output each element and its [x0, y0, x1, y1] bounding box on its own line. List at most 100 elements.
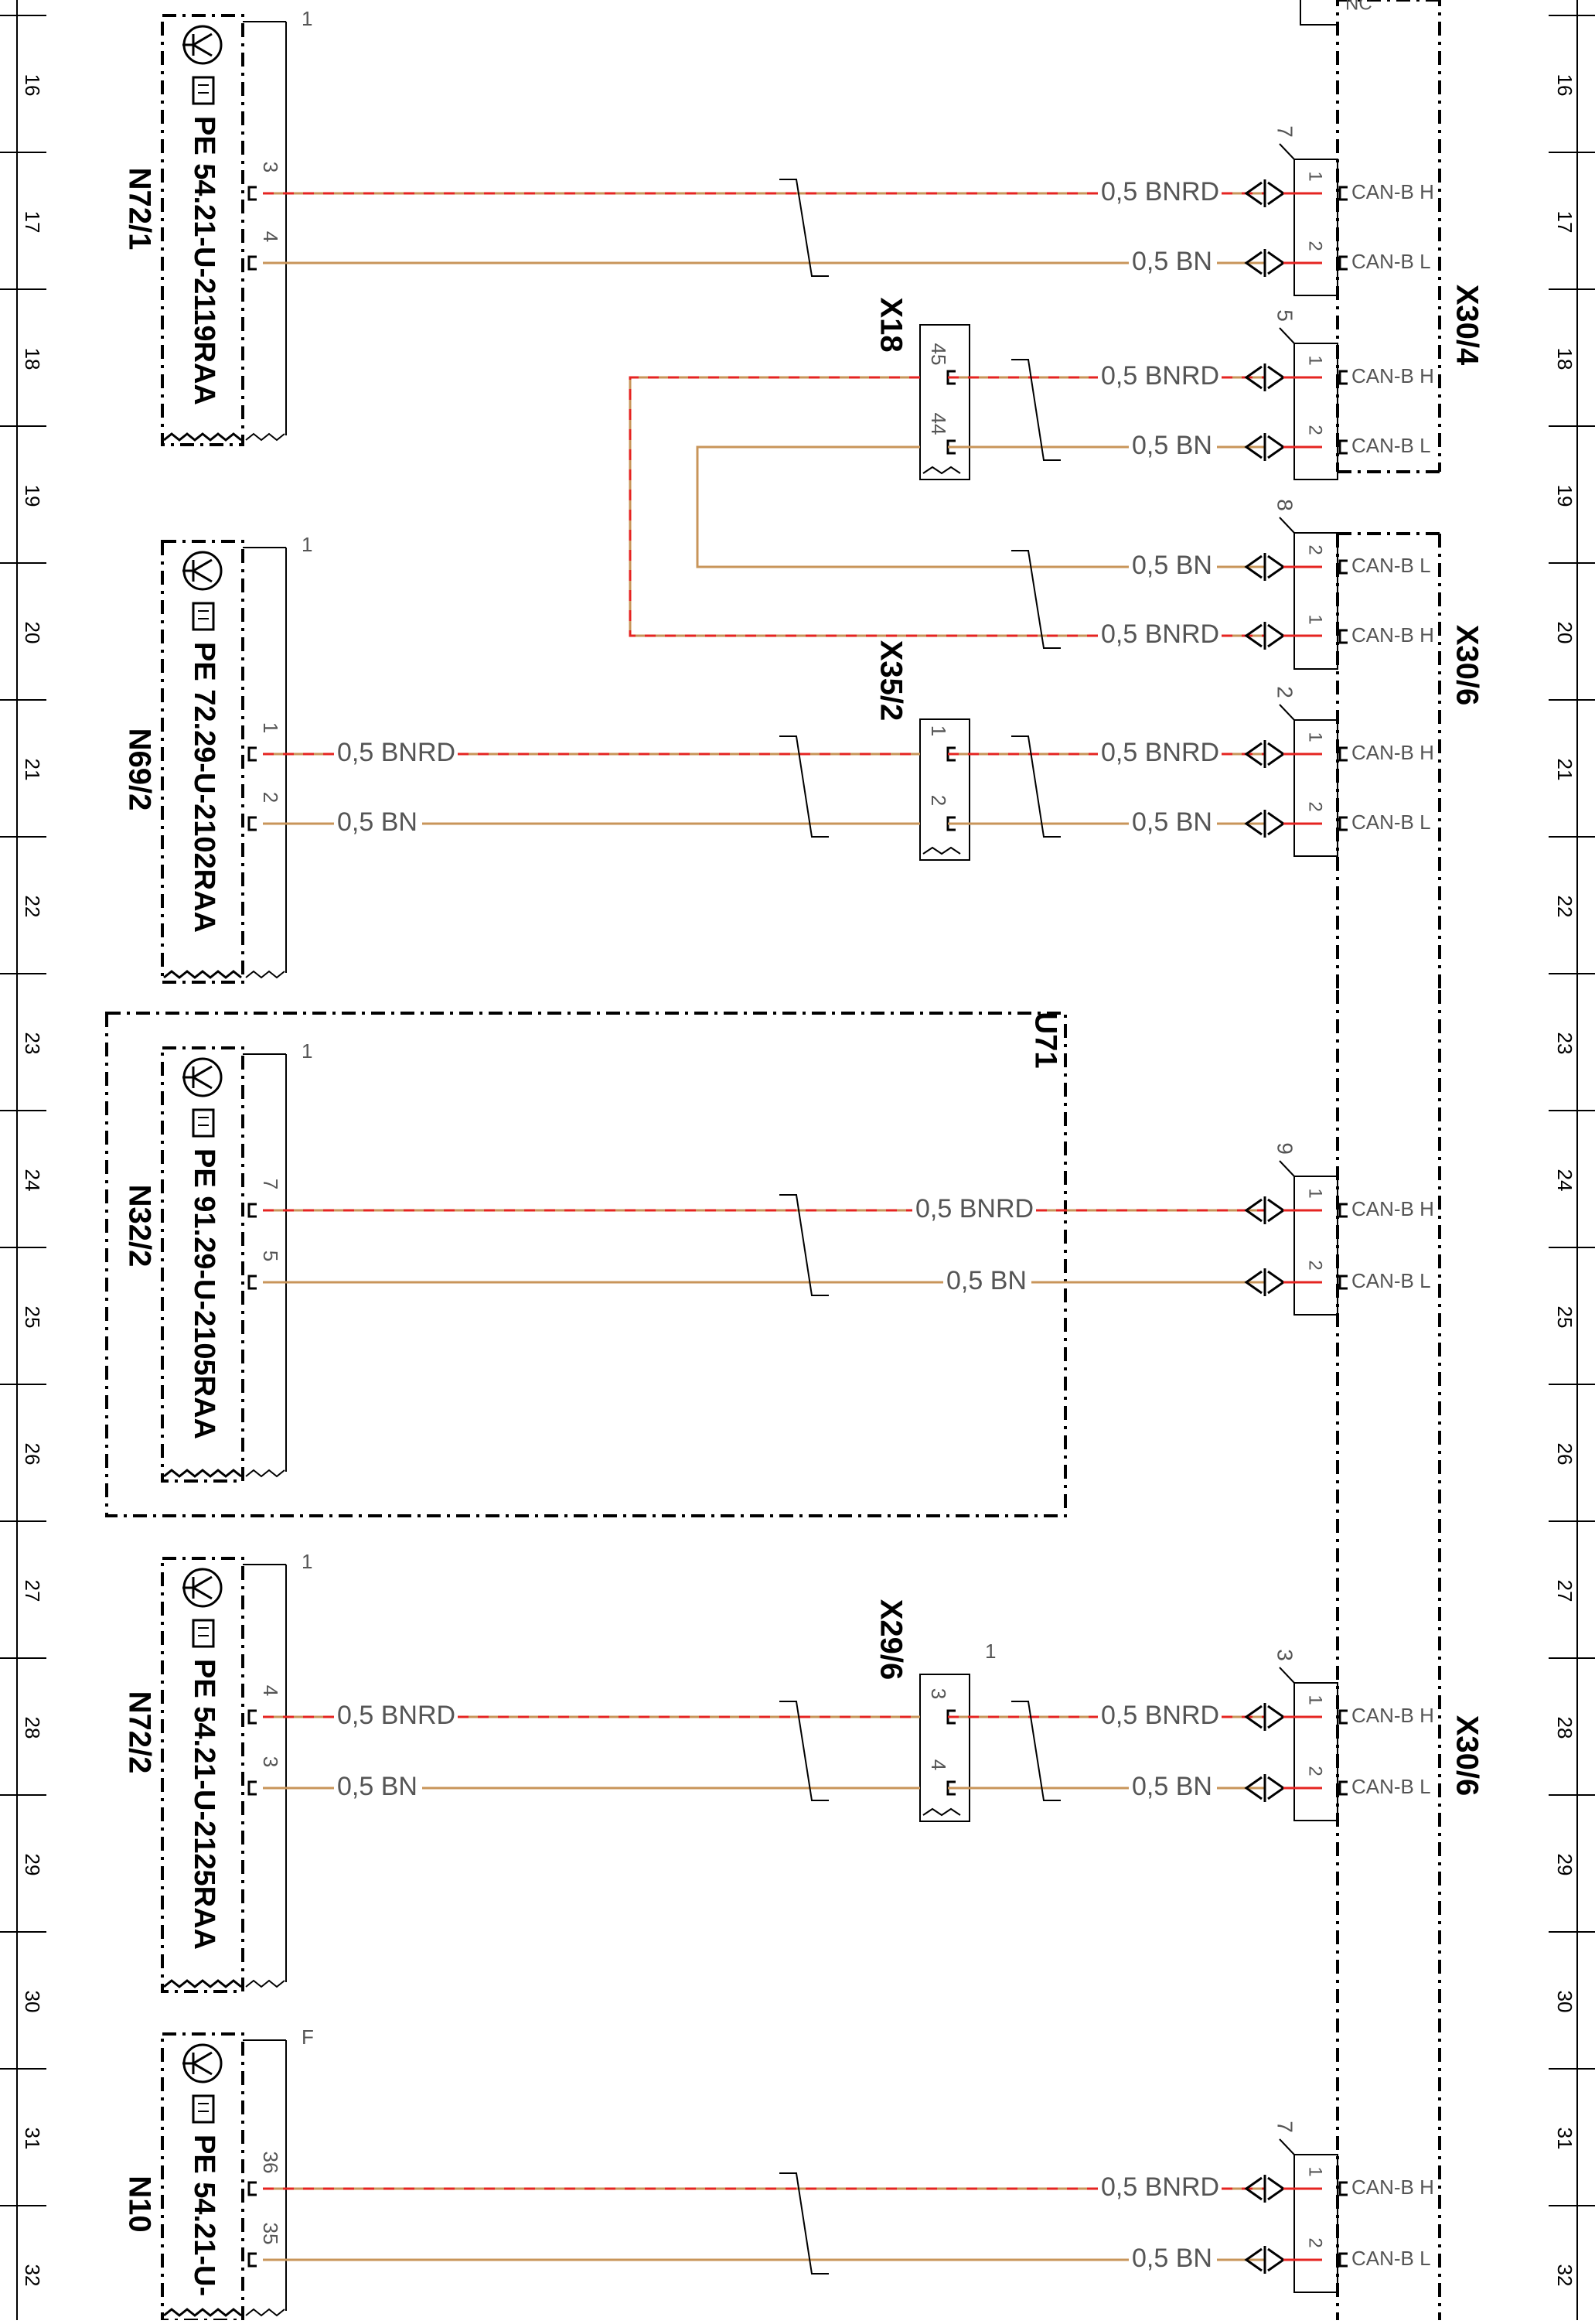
wire-label: 0,5 BNRD — [1101, 619, 1219, 649]
hand-document-icon — [192, 1619, 215, 1648]
module-doc-reference: PE 54.21-U-2119RAA — [188, 116, 220, 405]
module-pin-number: 36 — [259, 2152, 282, 2174]
wire-label: 0,5 BN — [1132, 2244, 1212, 2273]
wire-label: 0,5 BNRD — [1101, 1701, 1219, 1730]
terminal-mark — [247, 255, 257, 271]
doc-sheet — [192, 602, 215, 631]
terminal-mark — [1338, 186, 1348, 201]
can-connector-tab — [1279, 1160, 1295, 1177]
ruler-row-number: 20 — [1553, 622, 1576, 644]
module-pin-number: 1 — [259, 722, 282, 733]
plug-chevron-left — [1244, 365, 1263, 390]
wire-base-line — [629, 376, 1098, 637]
inline-connector-id: X35/2 — [874, 640, 908, 722]
can-connector-number: 7 — [1273, 2121, 1297, 2133]
ruler-row-number: 21 — [21, 759, 44, 781]
terminal-mark — [247, 1709, 257, 1725]
can-pin-number: 2 — [1305, 1766, 1326, 1776]
terminal-mark — [1338, 1203, 1348, 1218]
plug-chevron-right — [1267, 435, 1286, 459]
can-connector-number: 2 — [1273, 686, 1297, 698]
wire-label: 0,5 BNRD — [915, 1194, 1034, 1223]
module-dashed-frame — [161, 14, 244, 446]
plug-chevron-right — [1267, 1776, 1286, 1800]
inline-pin-number: 1 — [927, 725, 950, 736]
inline-corner-label: 1 — [985, 1640, 996, 1663]
ruler-row-number: 23 — [21, 1032, 44, 1055]
can-connector-body — [1293, 343, 1338, 480]
can-pin-number: 1 — [1305, 614, 1326, 624]
module-pin-number: 35 — [259, 2223, 282, 2245]
cable-bundle-bracket — [779, 179, 829, 277]
terminal-mark — [1338, 370, 1348, 385]
plug-chevron-left — [1244, 555, 1263, 579]
ruler-row-number: 26 — [1553, 1443, 1576, 1466]
hand-document-icon — [192, 602, 215, 631]
ruler-row-number: 27 — [1553, 1580, 1576, 1602]
module-pin-number: 5 — [259, 1251, 282, 1261]
hand-document-icon — [192, 1108, 215, 1138]
doc-sheet — [192, 2094, 215, 2124]
can-signal-label: CAN-B H — [1351, 2176, 1434, 2199]
wire-label: 0,5 BNRD — [1101, 361, 1219, 391]
terminal-mark — [247, 1203, 257, 1218]
cable-bundle-bracket — [779, 735, 829, 838]
transistor-emitter — [193, 569, 213, 583]
terminal-mark — [247, 186, 257, 201]
plug-chevron-right — [1267, 2176, 1286, 2201]
can-connector-number: 9 — [1273, 1142, 1297, 1155]
inline-pin-number: 44 — [927, 413, 950, 435]
terminal-mark — [1338, 255, 1348, 271]
can-signal-label: CAN-B H — [1351, 741, 1434, 764]
wire-bn-bend — [696, 445, 1129, 568]
enclosure-dashed-frame — [105, 1012, 1067, 1517]
can-signal-label: CAN-B L — [1351, 810, 1431, 834]
can-signal-label: CAN-B H — [1351, 623, 1434, 647]
wire-label: 0,5 BN — [337, 807, 417, 837]
plug-chevron-right — [1267, 251, 1286, 275]
inline-connector-zigzag — [922, 846, 961, 855]
busbar-id-label: X30/6 — [1450, 1715, 1484, 1797]
module-break-zigzag — [163, 2308, 242, 2317]
wire-bnrd-bend — [629, 376, 1098, 637]
wire-label: 0,5 BNRD — [337, 1701, 455, 1730]
transistor-symbol-icon — [182, 2043, 223, 2083]
terminal-mark — [247, 2252, 257, 2268]
plug-chevron-right — [1267, 742, 1286, 766]
can-pin-number: 2 — [1305, 1260, 1326, 1270]
transistor-symbol-icon — [182, 25, 223, 65]
module-doc-reference: PE 91.29-U-2105RAA — [188, 1148, 220, 1439]
ruler-row-number: 30 — [21, 1991, 44, 2013]
can-signal-label: CAN-B L — [1351, 554, 1431, 577]
ruler-row-number: 29 — [1553, 1854, 1576, 1876]
wire-base-line — [696, 445, 1129, 568]
transistor-collector — [193, 1575, 213, 1589]
module-break-zigzag — [245, 1469, 285, 1478]
inline-connector-zigzag — [922, 1807, 961, 1817]
busbar-id-label: X30/4 — [1450, 285, 1484, 366]
ruler-row-number: 17 — [1553, 211, 1576, 234]
enclosure-U71: U71 — [105, 1012, 1067, 1517]
wire-label: 0,5 BN — [1132, 807, 1212, 837]
ruler-row-number: 32 — [21, 2264, 44, 2287]
hand-document-icon — [192, 2094, 215, 2124]
module-break-zigzag — [163, 970, 242, 979]
module-corner-label: F — [302, 2025, 314, 2049]
can-signal-label: CAN-B L — [1351, 250, 1431, 273]
module-pin-number: 7 — [259, 1179, 282, 1189]
ruler-row-number: 25 — [1553, 1306, 1576, 1329]
transistor-emitter — [193, 2062, 213, 2076]
module-break-zigzag — [163, 1469, 242, 1478]
terminal-mark — [1338, 629, 1348, 644]
wire-label: 0,5 BNRD — [1101, 2172, 1219, 2202]
plug-chevron-left — [1244, 2176, 1263, 2201]
inline-connector-X35-2: X35/212 — [874, 640, 970, 861]
module-id-label: N72/1 — [122, 168, 156, 251]
